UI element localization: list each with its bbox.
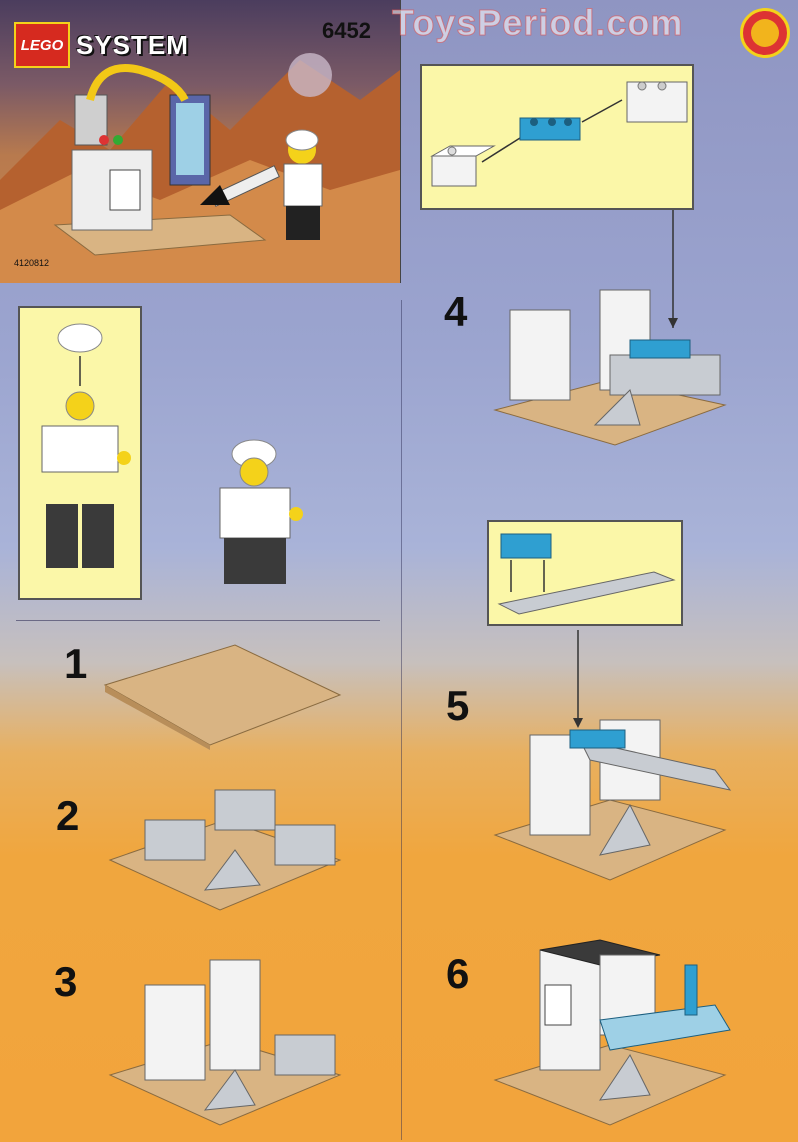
step-4-callout-box xyxy=(420,64,694,210)
step-number-2: 2 xyxy=(56,792,80,839)
step-4-subassembly-illustration xyxy=(430,81,688,187)
step-number-5: 5 xyxy=(446,682,470,729)
part-code: 4120812 xyxy=(14,258,50,268)
cover-scene-illustration xyxy=(0,53,400,283)
step-1-baseplate-illustration xyxy=(103,644,342,750)
minifig-assembly-box xyxy=(18,306,142,600)
system-wordmark: SYSTEM xyxy=(76,29,189,60)
step-5-subassembly-illustration xyxy=(497,533,676,615)
step-number-6: 6 xyxy=(446,950,470,997)
step-5-callout-box xyxy=(487,520,683,626)
step-2-build-illustration xyxy=(108,789,342,911)
set-number: 6452 xyxy=(322,18,371,43)
vertical-divider xyxy=(401,300,402,1140)
cover-divider xyxy=(400,0,401,283)
lego-logo: LEGO xyxy=(14,22,70,68)
step-number-4: 4 xyxy=(444,288,468,335)
step-5-build-illustration xyxy=(493,630,732,881)
step-number-3: 3 xyxy=(54,958,78,1005)
brand-logo-group: LEGO SYSTEM xyxy=(14,22,189,68)
step-number-1: 1 xyxy=(64,640,88,687)
minifig-assembly-illustration xyxy=(41,323,131,568)
watermark-text: ToysPeriod.com xyxy=(391,2,684,44)
step-3-build-illustration xyxy=(108,959,342,1126)
horizontal-divider xyxy=(16,620,380,621)
shuttle-badge-icon xyxy=(740,8,790,58)
cover-panel: LEGO SYSTEM 6452 4120812 xyxy=(0,0,400,283)
assembled-minifig-illustration xyxy=(219,439,303,584)
step-4-build-illustration xyxy=(493,210,727,446)
step-6-build-illustration xyxy=(493,939,731,1126)
